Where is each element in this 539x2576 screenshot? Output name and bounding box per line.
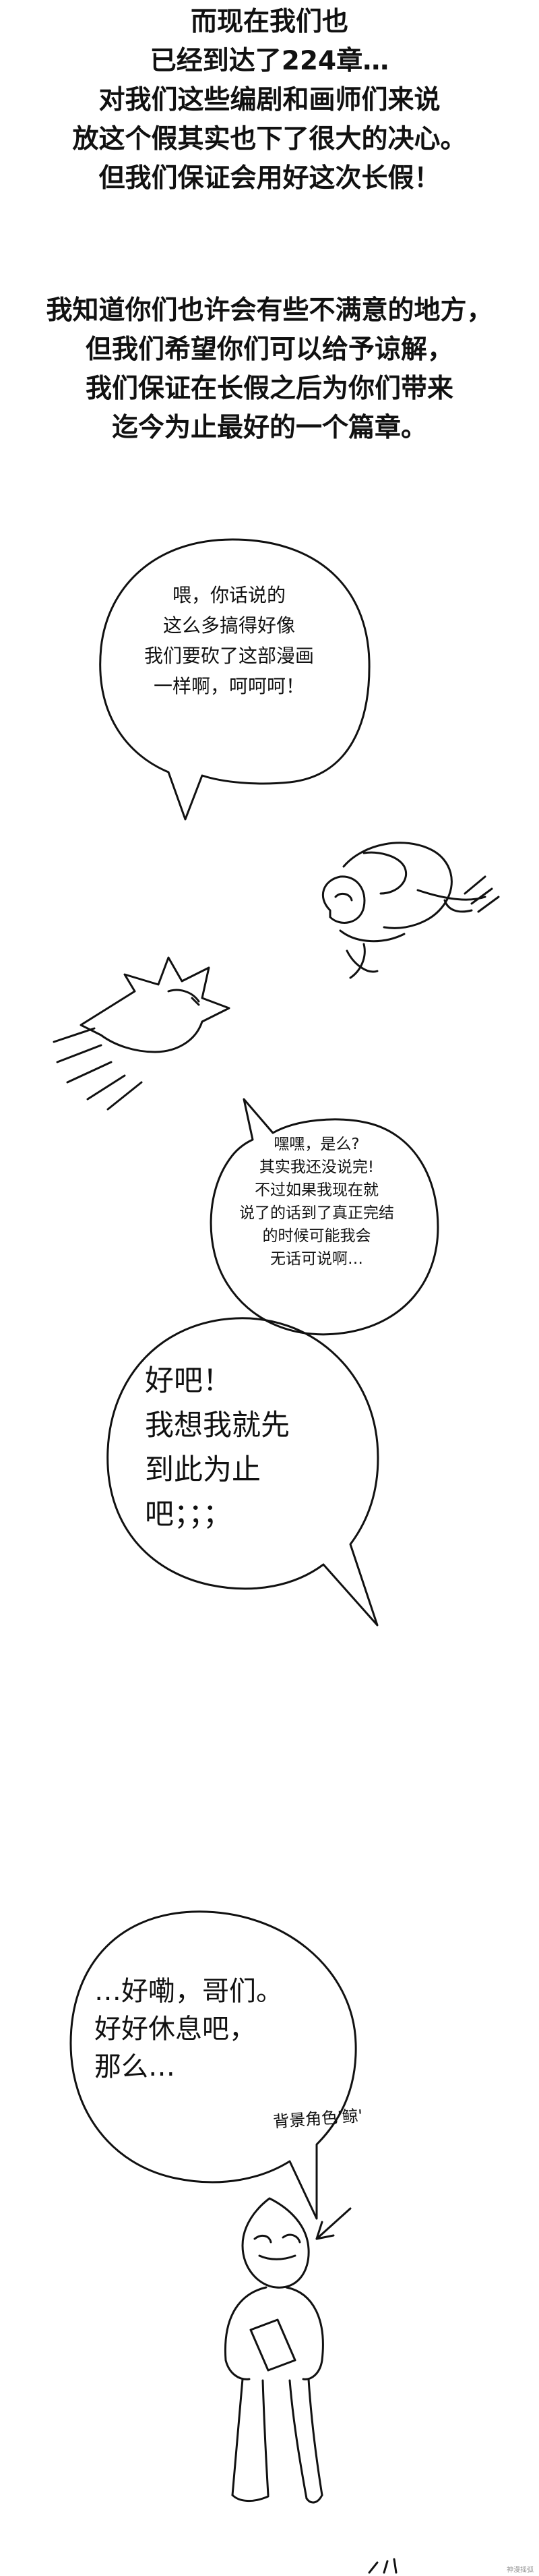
intro-line: 但我们保证会用好这次长假！ [98,163,441,194]
bubble-1-line: 我们要砍了这部漫画 [144,645,314,667]
speech-bubble-2 [210,1098,439,1336]
apology-line: 我知道你们也许会有些不满意的地方， [46,295,493,326]
intro-line: 放这个假其实也下了很大的决心。 [72,124,467,154]
speech-bubble-1 [99,538,371,821]
bubble-2-line: 嘿嘿，是么? [274,1136,360,1153]
spiky-creature-drawing [53,956,230,1111]
bubble-3-text: 好吧！ 我想我就先 到此为止 吧；；； [145,1359,327,1537]
bubble-2-text: 嘿嘿，是么? 其实我还没说完! 不过如果我现在就 说了的话到了真正完结 的时候可… [222,1133,411,1270]
arrow-icon [315,2207,352,2240]
speech-bubble-4 [69,1910,357,2220]
bubble-2-line: 不过如果我现在就 [255,1181,379,1199]
bubble-2-line: 其实我还没说完! [259,1159,375,1176]
bubble-3-line: 到此为止 [145,1453,261,1487]
intro-line: 对我们这些编剧和画师们来说 [98,85,441,115]
intro-paragraph: 而现在我们也 已经到达了224章… 对我们这些编剧和画师们来说 放这个假其实也下… [0,3,539,198]
apology-line: 我们保证在长假之后为你们带来 [85,374,453,404]
bubble-4-line: 好好休息吧， [94,2014,256,2045]
bubble-4-line: 那么… [94,2051,175,2082]
bubble-1-line: 一样啊，呵呵呵！ [153,675,305,697]
apology-paragraph: 我知道你们也许会有些不满意的地方， 但我们希望你们可以给予谅解， 我们保证在长假… [0,291,539,448]
bubble-1-text: 喂，你话说的 这么多搞得好像 我们要砍了这部漫画 一样啊，呵呵呵！ [131,580,327,701]
whale-character-drawing [224,2197,324,2504]
lying-character-drawing [321,842,500,979]
bubble-2-line: 无话可说啊… [270,1250,363,1268]
bubble-4-line: …好嘞，哥们。 [94,1976,283,2007]
bubble-2-line: 的时候可能我会 [262,1227,371,1245]
intro-line: 已经到达了224章… [150,46,389,76]
bubble-1-line: 这么多搞得好像 [162,614,295,637]
bubble-3-line: 好吧！ [145,1364,232,1398]
intro-line: 而现在我们也 [190,7,348,37]
bottom-marks [368,2558,398,2574]
bubble-3-line: 我想我就先 [145,1409,290,1442]
bubble-4-text: …好嘞，哥们。 好好休息吧， 那么… [94,1972,323,2086]
bubble-3-line: 吧；；； [145,1498,232,1531]
speech-bubble-3 [106,1317,379,1627]
apology-line: 迄今为止最好的一个篇章。 [111,413,427,443]
bubble-2-line: 说了的话到了真正完结 [239,1204,394,1222]
watermark: 神漫摇弧 [507,2567,534,2574]
apology-line: 但我们希望你们可以给予谅解， [85,334,453,365]
bubble-1-line: 喂，你话说的 [172,584,286,606]
